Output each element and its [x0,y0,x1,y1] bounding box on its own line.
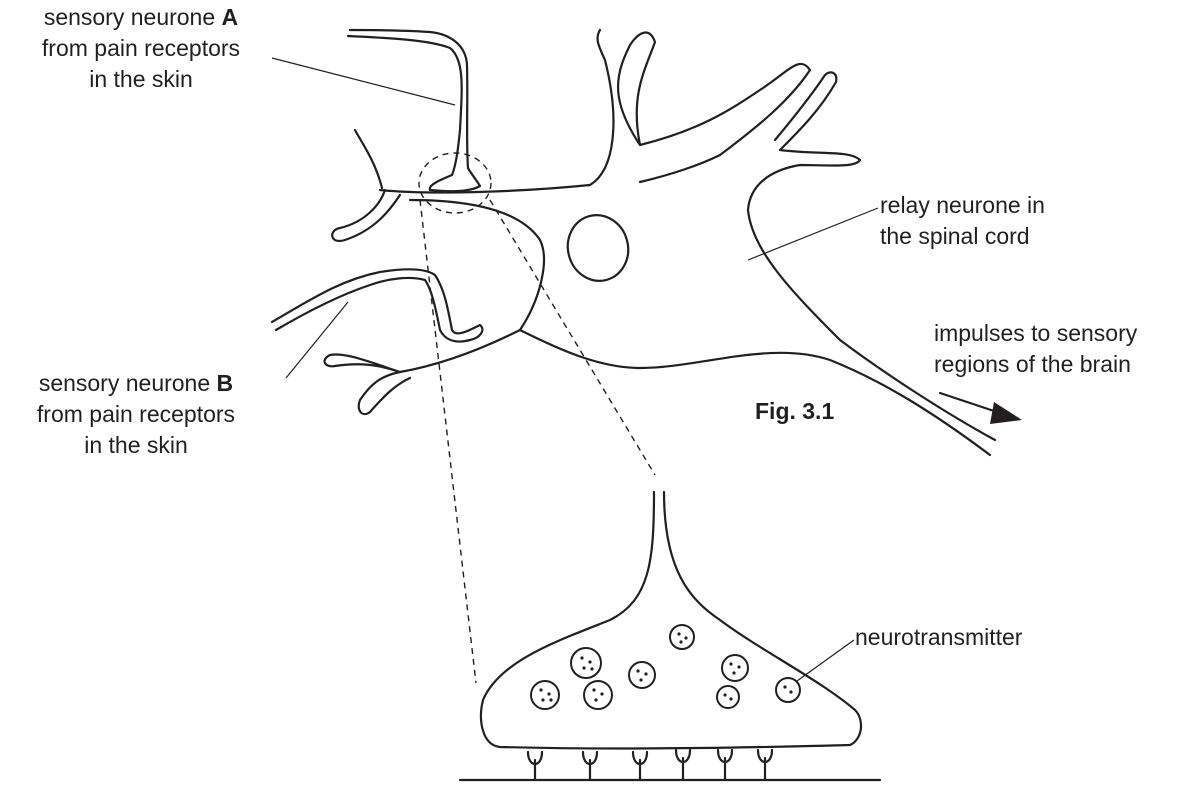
sensory-a-line3: in the skin [10,64,272,95]
receptor-group [528,750,772,780]
receptor [633,752,647,780]
leader-sensory-b [286,302,348,378]
figure-caption: Fig. 3.1 [755,396,834,427]
sensory-a-line2: from pain receptors [10,33,272,64]
vesicle [717,686,739,708]
label-impulses: impulses to sensory regions of the brain [934,318,1137,380]
sensory-b-letter: B [217,370,234,396]
leader-relay [748,208,878,260]
sensory-a-letter: A [222,4,239,30]
vesicle [571,648,601,678]
impulse-arrow-head [990,402,1022,424]
vesicle-group [531,625,800,709]
vesicle [584,681,612,709]
sensory-b-prefix: sensory neurone [39,370,217,396]
label-sensory-neurone-a: sensory neurone A from pain receptors in… [10,2,272,95]
impulse-arrow-shaft [940,393,1000,413]
zoom-line-right [490,200,655,475]
receptor [583,752,597,780]
sensory-neurone-b [272,269,482,341]
vesicle [531,681,559,709]
vesicle [629,662,655,688]
receptor [718,750,732,780]
label-relay-neurone: relay neurone in the spinal cord [880,190,1045,252]
impulses-line1: impulses to sensory [934,318,1137,349]
vesicle [670,625,694,649]
synaptic-knob [481,492,861,748]
relay-line1: relay neurone in [880,190,1045,221]
relay-dendrite-left-lower [325,330,520,414]
sensory-a-prefix: sensory neurone [44,4,222,30]
receptor [758,750,772,780]
relay-neurone-nucleus [560,208,635,287]
vesicle [776,678,800,702]
leader-neurotransmitter [790,640,854,686]
label-sensory-neurone-b: sensory neurone B from pain receptors in… [5,368,267,461]
label-neurotransmitter: neurotransmitter [855,622,1022,653]
impulses-line2: regions of the brain [934,349,1137,380]
receptor [528,752,542,780]
sensory-b-line2: from pain receptors [5,399,267,430]
receptor [676,750,690,780]
leader-sensory-a [272,58,455,105]
sensory-neurone-a [348,30,480,191]
relay-dendrite-left-upper [332,130,400,241]
sensory-b-line3: in the skin [5,430,267,461]
relay-line2: the spinal cord [880,221,1045,252]
vesicle [722,655,748,681]
